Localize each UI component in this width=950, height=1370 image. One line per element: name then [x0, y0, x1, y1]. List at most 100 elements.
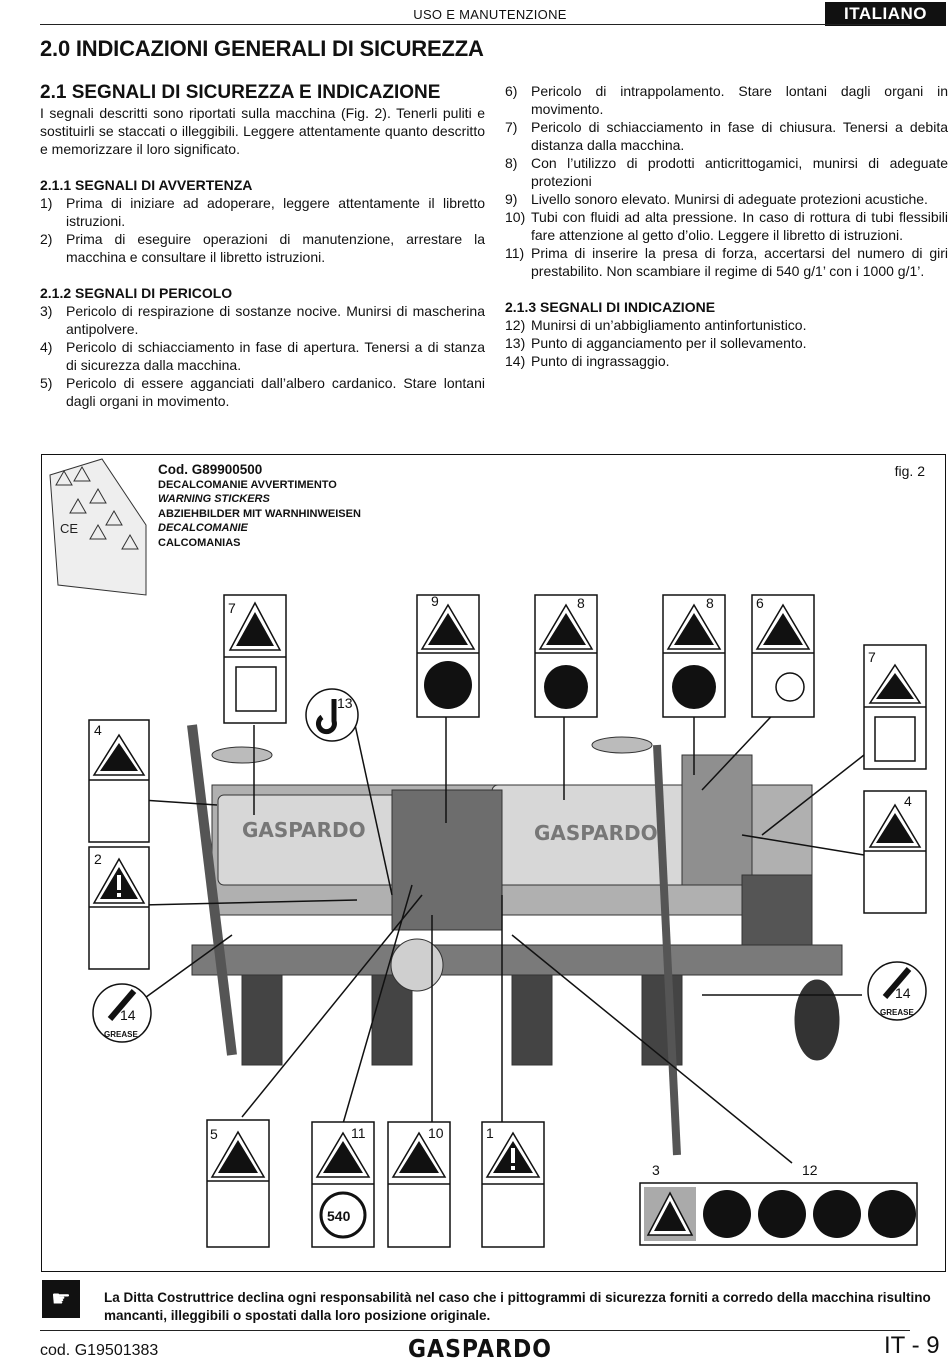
- list-item: 10) Tubi con fluidi ad alta pressione. In…: [505, 208, 948, 244]
- item-text: Pericolo di respirazione di sostanze noc…: [66, 303, 485, 337]
- sticker-number: 10: [428, 1125, 444, 1141]
- brand-logo: GASPARDO: [408, 1335, 552, 1364]
- item-text: Prima di inserire la presa di forza, acc…: [531, 245, 948, 279]
- hook-number: 13: [337, 695, 353, 711]
- sticker-1: 1: [481, 1121, 545, 1248]
- item-text: Livello sonoro elevato. Munirsi di adegu…: [531, 191, 928, 207]
- header-divider: [40, 24, 910, 25]
- item-text: Punto di ingrassaggio.: [531, 353, 670, 369]
- figure-label: fig. 2: [894, 463, 925, 479]
- sticker-number: 4: [904, 793, 912, 809]
- sticker-kit-line: ABZIEHBILDER MIT WARNHINWEISEN: [158, 507, 361, 520]
- item-number: 11): [505, 245, 525, 261]
- sticker-number-12: 12: [802, 1162, 818, 1178]
- seeder-machine: GASPARDO GASPARDO: [187, 724, 843, 1156]
- sticker-number: 6: [756, 595, 764, 611]
- sticker-2: 2: [88, 846, 150, 970]
- list-item: 6) Pericolo di intrappolamento. Stare lon…: [505, 82, 948, 118]
- list-item: 7)Pericolo di schiacciamento in fase di …: [505, 118, 948, 154]
- item-number: 2): [40, 231, 53, 247]
- item-number: 8): [505, 155, 518, 171]
- item-text: Prima di iniziare ad adoperare, leggere …: [66, 195, 485, 229]
- language-tab: ITALIANO: [825, 2, 946, 26]
- list-item: 12) Munirsi di un’abbigliamento antinfort…: [505, 316, 948, 334]
- right-column: 6) Pericolo di intrappolamento. Stare lon…: [505, 82, 948, 370]
- page-title: 2.0 INDICAZIONI GENERALI DI SICUREZZA: [40, 36, 484, 61]
- sticker-number: 1: [486, 1125, 494, 1141]
- item-text: Tubi con fluidi ad alta pressione. In ca…: [531, 209, 948, 243]
- sticker-number-3: 3: [652, 1162, 660, 1178]
- list-item: 11) Prima di inserire la presa di forza, …: [505, 244, 948, 280]
- sticker-number: 11: [351, 1125, 366, 1141]
- list-item: 1) Prima di iniziare ad adoperare, legger…: [40, 194, 485, 230]
- item-number: 14): [505, 353, 526, 369]
- item-number: 6): [505, 83, 518, 99]
- item-text: Pericolo di essere agganciati dall’alber…: [66, 375, 485, 409]
- sticker-number: 2: [94, 851, 102, 867]
- list-item: 8) Con l’utilizzo di prodotti anticrittog…: [505, 154, 948, 190]
- item-text: Munirsi di un’abbigliamento antinfortuni…: [531, 317, 807, 333]
- brand-on-machine-left: GASPARDO: [242, 818, 366, 842]
- item-text: Prima di eseguire operazioni di manutenz…: [66, 231, 485, 265]
- item-number: 5): [40, 375, 53, 391]
- grease-number: 14: [895, 985, 911, 1001]
- brand-on-machine-right: GASPARDO: [534, 821, 658, 845]
- list-item: 13) Punto di agganciamento per il solleva…: [505, 334, 948, 352]
- list-item: 4) Pericolo di schiacciamento in fase di …: [40, 338, 485, 374]
- section-2-1-heading: 2.1 SEGNALI DI SICUREZZA E INDICAZIONE: [40, 82, 441, 103]
- header-section-title: USO E MANUTENZIONE: [413, 7, 567, 22]
- warning-signs-heading: 2.1.1 SEGNALI DI AVVERTENZA: [40, 177, 253, 193]
- sticker-4-left: 4: [88, 719, 150, 843]
- sticker-sheet-icon: CE: [49, 458, 147, 596]
- list-item: 14) Punto di ingrassaggio.: [505, 352, 948, 370]
- item-text: Pericolo di schiacciamento in fase di ch…: [531, 119, 948, 153]
- grease-number: 14: [120, 1007, 136, 1023]
- sticker-8-a: 8: [534, 594, 598, 718]
- danger-signs-heading: 2.1.2 SEGNALI DI PERICOLO: [40, 285, 233, 301]
- sticker-number: 4: [94, 722, 102, 738]
- item-number: 1): [40, 195, 53, 211]
- list-item: 5) Pericolo di essere agganciati dall’alb…: [40, 374, 485, 410]
- sticker-kit-code: Cod. G89900500: [158, 462, 263, 477]
- item-number: 9): [505, 191, 518, 207]
- left-column: 2.1 SEGNALI DI SICUREZZA E INDICAZIONE I…: [40, 82, 485, 410]
- item-number: 12): [505, 317, 526, 333]
- sticker-8-b: 8: [662, 594, 726, 718]
- disclaimer-text: La Ditta Costruttrice declina ogni respo…: [104, 1290, 931, 1323]
- sticker-number: 7: [868, 649, 876, 665]
- item-text: Punto di agganciamento per il sollevamen…: [531, 335, 807, 351]
- item-number: 13): [505, 335, 526, 351]
- sticker-4-right: 4: [863, 790, 927, 914]
- sticker-kit-line: DECALCOMANIE AVVERTIMENTO: [158, 478, 337, 491]
- sticker-5: 5: [206, 1119, 270, 1248]
- grease-label: GREASE: [104, 1030, 138, 1039]
- ce-mark: CE: [60, 521, 78, 536]
- item-text: Con l’utilizzo di prodotti anticrittogam…: [531, 155, 948, 189]
- hook-icon: 13: [305, 688, 359, 742]
- sticker-number: 7: [228, 600, 236, 616]
- sticker-7-right: 7: [863, 644, 927, 770]
- pointing-hand-icon: ☛: [42, 1280, 80, 1318]
- grease-icon-right: 14 GREASE: [867, 961, 927, 1021]
- grease-label: GREASE: [880, 1008, 914, 1017]
- page-number: IT - 9: [884, 1332, 940, 1359]
- indication-signs-heading: 2.1.3 SEGNALI DI INDICAZIONE: [505, 299, 716, 315]
- sticker-11: 540 11: [311, 1121, 375, 1248]
- ppe-sticker-strip: [639, 1182, 918, 1246]
- sticker-kit-line: DECALCOMANIE: [158, 522, 248, 534]
- sticker-number: 8: [706, 595, 714, 611]
- sticker-number: 8: [577, 595, 585, 611]
- item-number: 4): [40, 339, 53, 355]
- sticker-kit-info: Cod. G89900500 DECALCOMANIE AVVERTIMENTO…: [158, 462, 361, 550]
- sticker-7-left: 7: [223, 594, 287, 724]
- section-2-1-intro: I segnali descritti sono riportati sulla…: [40, 105, 485, 157]
- sticker-number: 5: [210, 1126, 218, 1142]
- item-number: 3): [40, 303, 53, 319]
- figure-2: CE GASPARDO GASPARDO: [41, 454, 946, 1272]
- item-number: 10): [505, 209, 526, 225]
- item-text: Pericolo di intrappolamento. Stare lonta…: [531, 83, 948, 117]
- grease-icon-left: 14 GREASE: [92, 983, 152, 1043]
- leader-lines: [141, 704, 865, 1164]
- sticker-kit-line: WARNING STICKERS: [158, 493, 270, 505]
- item-text: Pericolo di schiacciamento in fase di ap…: [66, 339, 485, 373]
